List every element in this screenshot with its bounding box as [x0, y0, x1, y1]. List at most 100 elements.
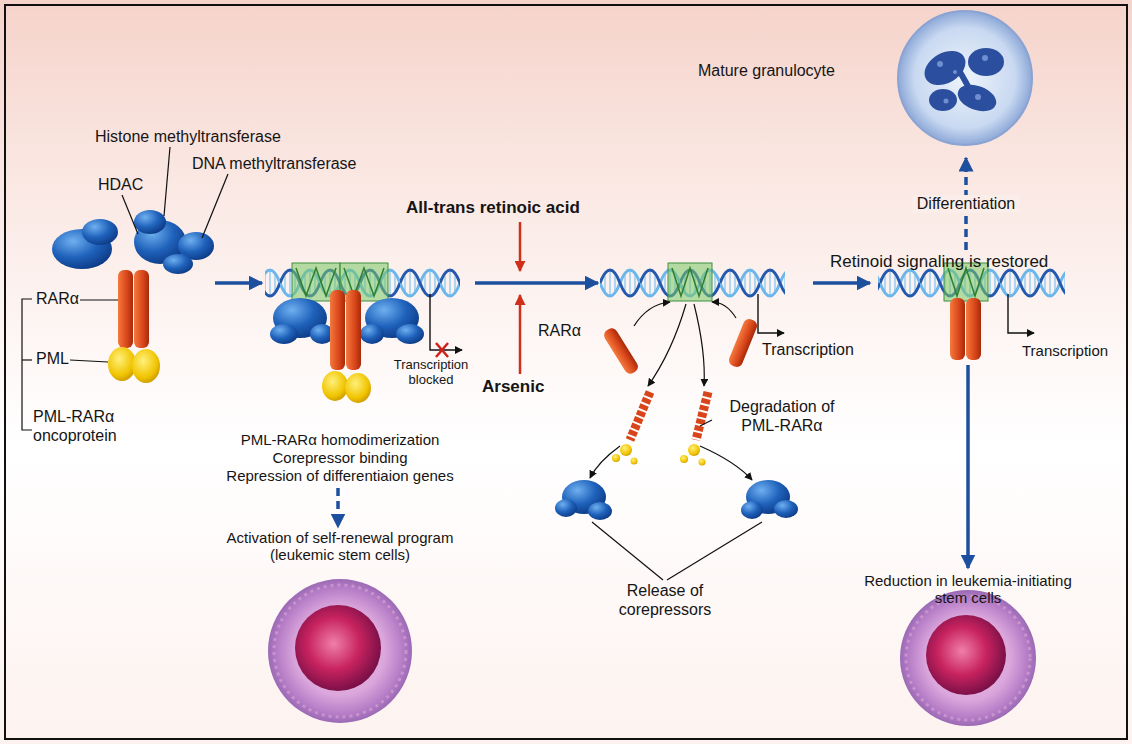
transcription-arrow	[1008, 294, 1034, 333]
repression-node: Transcription blockedPML-RARα homodimeri…	[262, 250, 475, 488]
leukemic-cell	[268, 579, 412, 723]
transcription-arrow	[430, 294, 462, 350]
leader-line	[667, 522, 762, 580]
leader-line	[202, 174, 228, 238]
annotation-label: DNA methyltransferase	[192, 155, 357, 174]
cell-texture	[905, 18, 1025, 138]
response-element-mark	[948, 268, 984, 296]
curved-arrow	[694, 304, 704, 386]
response-element-mark	[672, 268, 708, 296]
rara-domain	[118, 270, 133, 348]
annotation-label: HDAC	[98, 176, 143, 195]
cross-stroke	[436, 343, 448, 357]
pml-fragment	[688, 444, 700, 456]
rara-domain	[134, 270, 149, 348]
corepressor-blob	[396, 324, 424, 344]
pml-fragment	[699, 459, 706, 466]
flow-arrow	[475, 281, 598, 285]
curved-arrow	[634, 302, 670, 326]
flow-arrow	[966, 365, 970, 568]
free-rara	[602, 326, 640, 376]
stem-cell-node: Activation of self-renewal program (leuk…	[230, 527, 450, 725]
pml-fragment	[631, 458, 638, 465]
node-text: PML-RARα homodimerization	[210, 431, 470, 448]
degraded-rara	[630, 392, 650, 440]
pml-fragment	[620, 444, 632, 456]
degraded-oncoprotein	[612, 392, 708, 466]
restored-node: Retinoid signaling is restoredTranscript…	[870, 250, 1120, 365]
leader-line	[592, 522, 663, 580]
block-cross	[436, 343, 448, 357]
rara-domain	[346, 290, 361, 370]
leader-line	[164, 147, 170, 216]
rara-dimer	[966, 298, 981, 360]
dnmt-blob	[163, 254, 193, 274]
flow-arrow	[813, 281, 870, 285]
corepressor-blob	[270, 324, 298, 344]
granulocyte-node: Mature granulocyte	[690, 8, 1035, 158]
leader-line	[70, 360, 108, 362]
pml-domain	[108, 347, 136, 381]
corepressor-blob	[588, 502, 612, 520]
bracket-tick	[22, 359, 32, 360]
release-node: Transcription	[598, 280, 813, 360]
degraded-rara	[696, 392, 708, 440]
flow-arrow	[336, 488, 340, 527]
bracket	[22, 299, 32, 430]
node-text: Retinoid signaling is restored	[830, 252, 1048, 272]
granulocyte-cell	[898, 11, 1032, 145]
node-text: Activation of self-renewal program (leuk…	[210, 529, 470, 564]
leader-line	[122, 195, 138, 234]
pml-fragment	[680, 455, 688, 463]
stem-cell-node: Reduction in leukemia-initiating stem ce…	[858, 568, 1078, 730]
annotation-label: Release of corepressors	[610, 582, 720, 619]
annotation-label: RARα	[538, 322, 581, 341]
annotation-label: PML	[36, 350, 69, 369]
response-element	[668, 263, 712, 301]
complex-node: PML-RARα oncoprotein	[28, 200, 215, 445]
texture-dot	[953, 70, 957, 74]
drug-arrow	[519, 295, 522, 374]
nucleus-lobe	[968, 48, 1004, 76]
leader-line	[700, 420, 712, 426]
texture-dot	[944, 99, 949, 104]
free-rara	[727, 317, 759, 369]
node-text: Mature granulocyte	[698, 62, 835, 81]
methyltransferase-blob	[134, 210, 166, 234]
node-text: PML-RARα oncoprotein	[33, 408, 163, 445]
flow-arrow	[215, 281, 262, 285]
leader-lines	[592, 420, 762, 580]
pml-domain	[322, 371, 348, 401]
segmented-nucleus	[918, 44, 1004, 116]
binding-arrows	[590, 302, 752, 480]
rara-domain	[330, 290, 345, 370]
node-text: Repression of differentiaion genes	[210, 467, 470, 484]
transcription-arrow	[758, 294, 784, 333]
edge-label: Differentiation	[912, 195, 1020, 213]
corepressor-cluster	[52, 210, 214, 274]
texture-dot	[937, 61, 943, 67]
leader-lines	[22, 147, 228, 430]
hdac-blob	[82, 219, 118, 245]
cell-texture	[274, 585, 406, 717]
figure-border	[5, 5, 1127, 739]
curved-arrow	[648, 304, 686, 386]
node-text: Transcription	[1022, 342, 1108, 359]
annotation-label: Degradation of PML-RARα	[712, 398, 852, 435]
curved-arrow	[700, 446, 752, 480]
pml-domain	[345, 373, 371, 403]
corepressor-blob	[555, 499, 577, 517]
texture-dot	[982, 55, 988, 61]
nucleus-lobe	[918, 44, 971, 92]
corepressor-blob	[774, 500, 798, 518]
rara-dimer	[950, 298, 965, 360]
cross-stroke	[436, 343, 448, 357]
annotation-label: Histone methyltransferase	[95, 128, 281, 147]
leader-line	[80, 299, 118, 300]
nucleus-lobe	[954, 80, 1000, 116]
pml-fragment	[612, 454, 620, 462]
cell-nucleus	[295, 605, 381, 691]
curved-arrow	[712, 302, 736, 318]
